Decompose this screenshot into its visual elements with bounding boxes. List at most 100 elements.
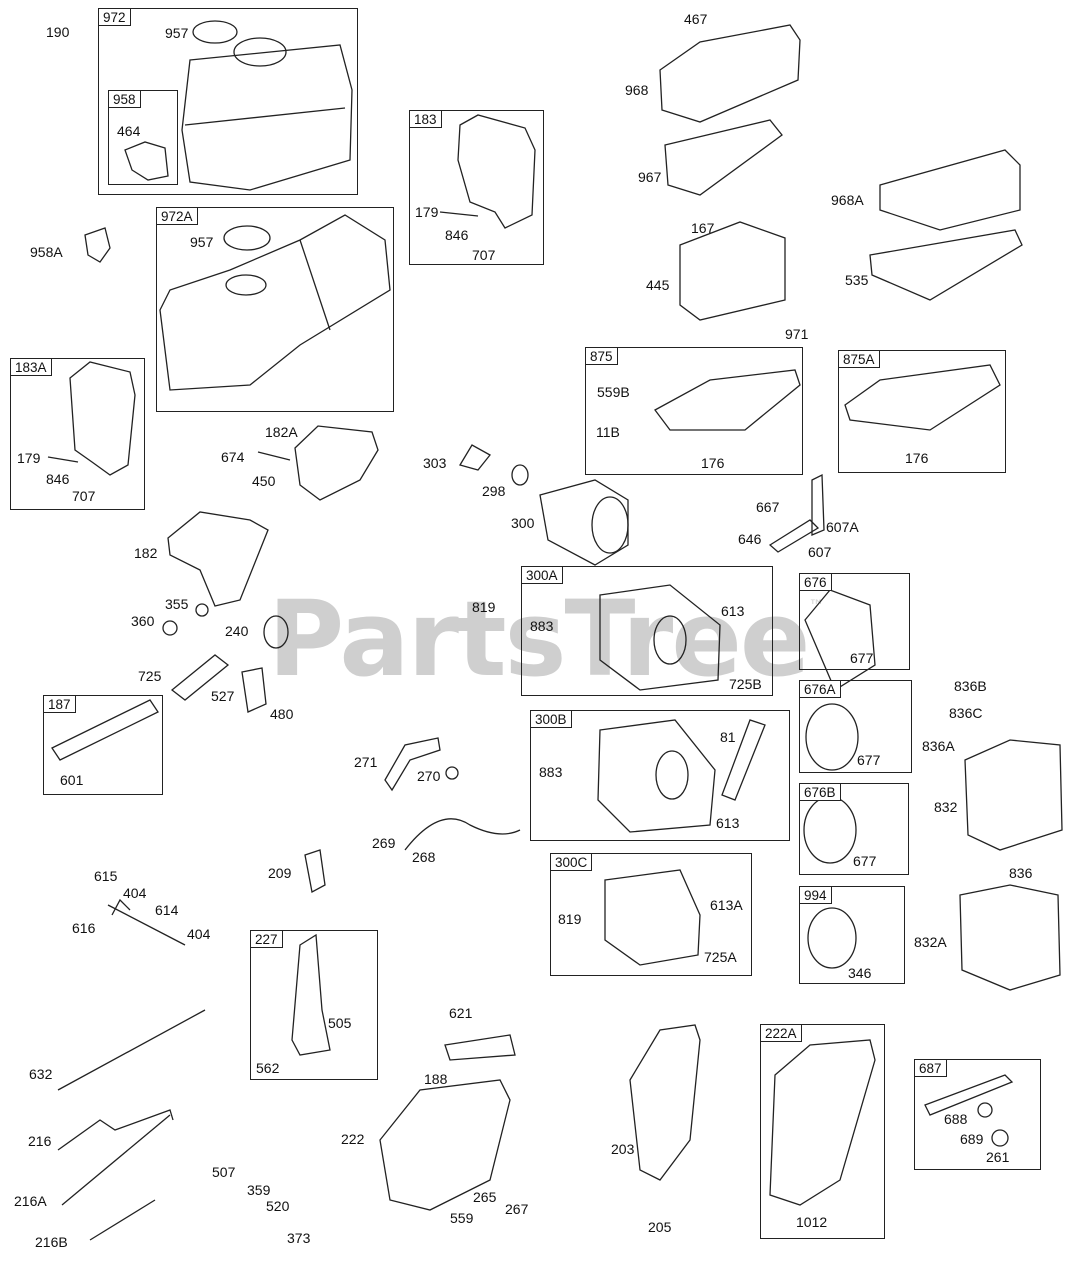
box-label: 300C bbox=[550, 853, 593, 871]
callout-688: 688 bbox=[944, 1111, 968, 1127]
callout-270: 270 bbox=[417, 768, 441, 784]
assembly-box-222A: 222A bbox=[760, 1024, 885, 1239]
callout-616: 616 bbox=[72, 920, 96, 936]
callout-480: 480 bbox=[270, 706, 294, 722]
assembly-box-687: 687 bbox=[914, 1059, 1041, 1170]
callout-507: 507 bbox=[212, 1164, 236, 1180]
callout-725A: 725A bbox=[704, 949, 737, 965]
callout-190: 190 bbox=[46, 24, 70, 40]
callout-464: 464 bbox=[117, 123, 141, 139]
callout-646: 646 bbox=[738, 531, 762, 547]
box-label: 187 bbox=[43, 695, 76, 713]
callout-883: 883 bbox=[530, 618, 554, 634]
callout-562: 562 bbox=[256, 1060, 280, 1076]
callout-209: 209 bbox=[268, 865, 292, 881]
callout-968A: 968A bbox=[831, 192, 864, 208]
callout-203: 203 bbox=[611, 1141, 635, 1157]
callout-265: 265 bbox=[473, 1189, 497, 1205]
callout-188: 188 bbox=[424, 1071, 448, 1087]
callout-167: 167 bbox=[691, 220, 715, 236]
box-label: 687 bbox=[914, 1059, 947, 1077]
assembly-box-875A: 875A bbox=[838, 350, 1006, 473]
assembly-box-300A: 300A bbox=[521, 566, 773, 696]
callout-1012: 1012 bbox=[796, 1214, 828, 1230]
callout-182: 182 bbox=[134, 545, 158, 561]
callout-559: 559 bbox=[450, 1210, 474, 1226]
callout-182A: 182A bbox=[265, 424, 298, 440]
callout-601: 601 bbox=[60, 772, 84, 788]
callout-559B: 559B bbox=[597, 384, 630, 400]
box-label: 676 bbox=[799, 573, 832, 591]
callout-520: 520 bbox=[266, 1198, 290, 1214]
box-label: 183 bbox=[409, 110, 442, 128]
callout-445: 445 bbox=[646, 277, 670, 293]
callout-846: 846 bbox=[46, 471, 70, 487]
callout-261: 261 bbox=[986, 1149, 1010, 1165]
box-label: 227 bbox=[250, 930, 283, 948]
callout-607A: 607A bbox=[826, 519, 859, 535]
callout-689: 689 bbox=[960, 1131, 984, 1147]
box-label: 676B bbox=[799, 783, 841, 801]
callout-677: 677 bbox=[850, 650, 874, 666]
callout-268: 268 bbox=[412, 849, 436, 865]
callout-216: 216 bbox=[28, 1133, 52, 1149]
callout-613A: 613A bbox=[710, 897, 743, 913]
callout-240: 240 bbox=[225, 623, 249, 639]
callout-271: 271 bbox=[354, 754, 378, 770]
callout-836B: 836B bbox=[954, 678, 987, 694]
assembly-box-676: 676 bbox=[799, 573, 910, 670]
callout-216A: 216A bbox=[14, 1193, 47, 1209]
box-label: 972 bbox=[98, 8, 131, 26]
assembly-box-972A: 972A bbox=[156, 207, 394, 412]
callout-957: 957 bbox=[190, 234, 214, 250]
box-label: 300B bbox=[530, 710, 572, 728]
assembly-box-227: 227 bbox=[250, 930, 378, 1080]
callout-607: 607 bbox=[808, 544, 832, 560]
callout-179: 179 bbox=[17, 450, 41, 466]
callout-527: 527 bbox=[211, 688, 235, 704]
box-label: 994 bbox=[799, 886, 832, 904]
callout-632: 632 bbox=[29, 1066, 53, 1082]
box-label: 875 bbox=[585, 347, 618, 365]
callout-677: 677 bbox=[857, 752, 881, 768]
callout-819: 819 bbox=[472, 599, 496, 615]
assembly-box-300C: 300C bbox=[550, 853, 752, 976]
callout-674: 674 bbox=[221, 449, 245, 465]
callout-205: 205 bbox=[648, 1219, 672, 1235]
callout-467: 467 bbox=[684, 11, 708, 27]
callout-832A: 832A bbox=[914, 934, 947, 950]
assembly-box-676A: 676A bbox=[799, 680, 912, 773]
assembly-box-300B: 300B bbox=[530, 710, 790, 841]
box-label: 222A bbox=[760, 1024, 802, 1042]
callout-355: 355 bbox=[165, 596, 189, 612]
callout-373: 373 bbox=[287, 1230, 311, 1246]
callout-614: 614 bbox=[155, 902, 179, 918]
callout-269: 269 bbox=[372, 835, 396, 851]
assembly-box-187: 187 bbox=[43, 695, 163, 795]
callout-621: 621 bbox=[449, 1005, 473, 1021]
callout-725B: 725B bbox=[729, 676, 762, 692]
callout-176: 176 bbox=[701, 455, 725, 471]
box-label: 183A bbox=[10, 358, 52, 376]
callout-615: 615 bbox=[94, 868, 118, 884]
callout-346: 346 bbox=[848, 965, 872, 981]
callout-298: 298 bbox=[482, 483, 506, 499]
callout-300: 300 bbox=[511, 515, 535, 531]
callout-450: 450 bbox=[252, 473, 276, 489]
callout-81: 81 bbox=[720, 729, 736, 745]
callout-968: 968 bbox=[625, 82, 649, 98]
box-label: 972A bbox=[156, 207, 198, 225]
callout-11B: 11B bbox=[596, 424, 620, 440]
callout-967: 967 bbox=[638, 169, 662, 185]
callout-404: 404 bbox=[187, 926, 211, 942]
callout-404: 404 bbox=[123, 885, 147, 901]
callout-971: 971 bbox=[785, 326, 809, 342]
callout-883: 883 bbox=[539, 764, 563, 780]
callout-707: 707 bbox=[72, 488, 96, 504]
assembly-box-994: 994 bbox=[799, 886, 905, 984]
callout-179: 179 bbox=[415, 204, 439, 220]
callout-677: 677 bbox=[853, 853, 877, 869]
callout-667: 667 bbox=[756, 499, 780, 515]
callout-359: 359 bbox=[247, 1182, 271, 1198]
